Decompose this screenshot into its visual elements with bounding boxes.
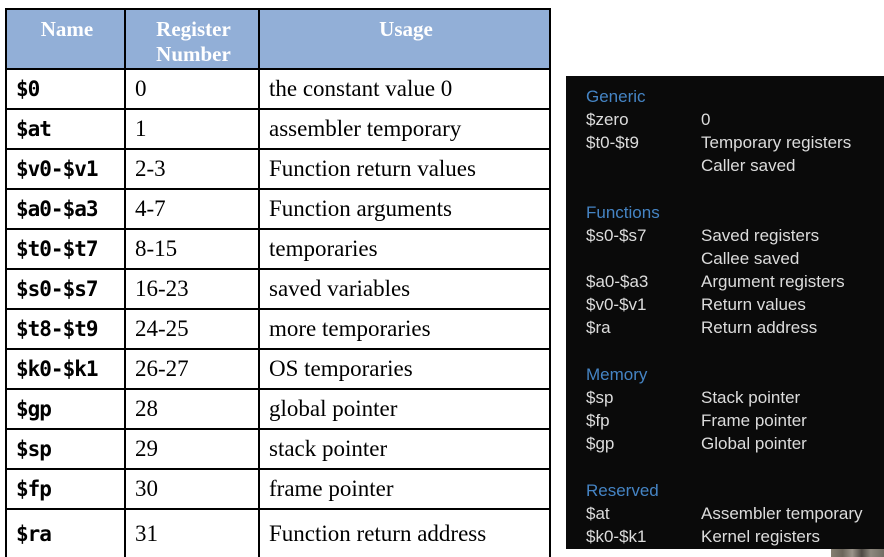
register-number-cell: 1: [126, 110, 260, 150]
section-title: Memory: [586, 365, 648, 384]
section-title: Reserved: [586, 481, 659, 500]
section-functions: Functions $s0-$s7 Saved registers Callee…: [586, 201, 880, 339]
column-header-register-number: Register Number: [126, 10, 260, 70]
register-description: Frame pointer: [701, 411, 807, 430]
register-description: Callee saved: [701, 249, 800, 268]
usage-cell: assembler temporary: [260, 110, 549, 150]
register-name: $ra: [586, 318, 611, 337]
usage-cell: Function return address: [269, 520, 487, 546]
register-name-cell: $gp: [7, 390, 126, 430]
register-name: $a0-$a3: [586, 272, 649, 291]
register-name: $s0-$s7: [586, 226, 647, 245]
section-title: Generic: [586, 87, 646, 106]
register-name: $t0-$t9: [586, 133, 639, 152]
usage-cell: global pointer: [260, 390, 549, 430]
register-number-cell: 2-3: [126, 150, 260, 190]
register-number-cell: 28: [126, 390, 260, 430]
register-name-cell: $ra: [7, 510, 126, 557]
register-number-cell: 16-23: [126, 270, 260, 310]
register-entry: $v0-$v1 Return values: [586, 293, 880, 316]
register-description: Caller saved: [701, 156, 796, 175]
register-description: Return values: [701, 295, 806, 314]
register-name: $sp: [586, 388, 614, 407]
register-number-cell: 24-25: [126, 310, 260, 350]
register-name-cell: $fp: [7, 470, 126, 510]
section-title: Functions: [586, 203, 660, 222]
register-number-cell: 29: [126, 430, 260, 470]
column-header-name: Name: [7, 10, 126, 70]
register-name-cell: $s0-$s7: [7, 270, 126, 310]
register-description: Assembler temporary: [701, 504, 863, 523]
register-name: $gp: [586, 434, 615, 453]
register-entry: $t0-$t9 Temporary registers Caller saved: [586, 131, 880, 177]
register-number-cell: 0: [126, 70, 260, 110]
register-name-cell: $k0-$k1: [7, 350, 126, 390]
register-number-cell: 4-7: [126, 190, 260, 230]
register-entry: $gp Global pointer: [586, 432, 880, 455]
section-reserved: Reserved $at Assembler temporary $k0-$k1…: [586, 479, 880, 548]
register-name-cell: $a0-$a3: [7, 190, 126, 230]
register-name: $at: [586, 504, 610, 523]
register-name: $fp: [586, 411, 610, 430]
register-entry: $a0-$a3 Argument registers: [586, 270, 880, 293]
register-name-cell: $at: [7, 110, 126, 150]
register-number-cell: 26-27: [126, 350, 260, 390]
register-entry: $s0-$s7 Saved registers Callee saved: [586, 224, 880, 270]
register-description: Argument registers: [701, 272, 845, 291]
corner-image-fragment: [831, 549, 884, 557]
register-name-cell: $v0-$v1: [7, 150, 126, 190]
register-entry: $ra Return address: [586, 316, 880, 339]
register-number-cell: 8-15: [126, 230, 260, 270]
section-generic: Generic $zero 0 $t0-$t9 Temporary regist…: [586, 85, 880, 177]
usage-cell: frame pointer: [260, 470, 549, 510]
register-entry: $k0-$k1 Kernel registers: [586, 525, 880, 548]
register-name-cell: $0: [7, 70, 126, 110]
usage-cell: stack pointer: [260, 430, 549, 470]
register-summary-panel: Generic $zero 0 $t0-$t9 Temporary regist…: [566, 76, 884, 549]
register-name-cell: $t8-$t9: [7, 310, 126, 350]
register-description: 0: [701, 110, 711, 129]
usage-cell: the constant value 0: [260, 70, 549, 110]
register-description: Return address: [701, 318, 818, 337]
usage-cell: temporaries: [260, 230, 549, 270]
usage-cell: OS temporaries: [260, 350, 549, 390]
register-number-cell: 30: [126, 470, 260, 510]
register-description: Saved registers: [701, 226, 820, 245]
register-description: Temporary registers: [701, 133, 852, 152]
register-name-cell: $t0-$t7: [7, 230, 126, 270]
usage-cell: Function arguments: [260, 190, 549, 230]
register-entry: $at Assembler temporary: [586, 502, 880, 525]
usage-cell: more temporaries: [260, 310, 549, 350]
column-header-usage: Usage: [260, 10, 549, 70]
register-entry: $fp Frame pointer: [586, 409, 880, 432]
register-description: Kernel registers: [701, 527, 821, 546]
register-entry: $zero 0: [586, 108, 880, 131]
register-name: $v0-$v1: [586, 295, 647, 314]
usage-cell: Function return values: [260, 150, 549, 190]
register-description: Global pointer: [701, 434, 807, 453]
register-description: Stack pointer: [701, 388, 801, 407]
mips-register-table: Name Register Number Usage $0 0 the cons…: [5, 8, 551, 557]
register-name: $k0-$k1: [586, 527, 647, 546]
register-name: $zero: [586, 110, 629, 129]
register-number-cell: 31: [126, 510, 260, 557]
register-entry: $sp Stack pointer: [586, 386, 880, 409]
usage-cell: saved variables: [260, 270, 549, 310]
register-name-cell: $sp: [7, 430, 126, 470]
section-memory: Memory $sp Stack pointer $fp Frame point…: [586, 363, 880, 455]
